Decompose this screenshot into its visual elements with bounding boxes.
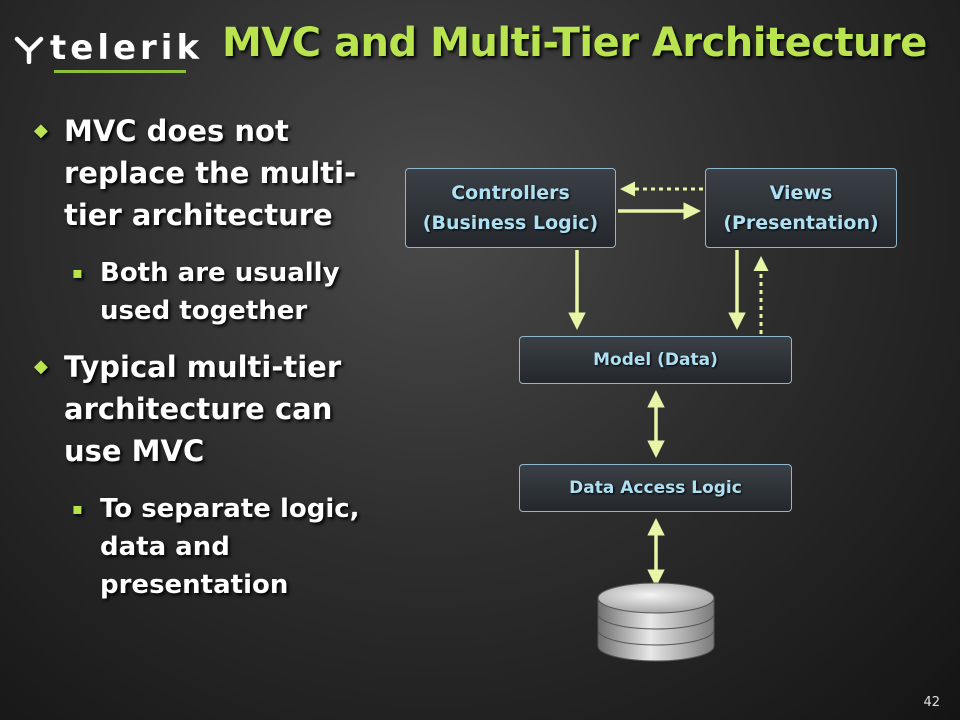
model-node: Model (Data) <box>519 336 792 384</box>
bullet-text: Typical multi-tier architecture can use … <box>64 350 342 468</box>
page-number: 42 <box>923 695 940 710</box>
diamond-bullet-icon: ◆ <box>34 356 48 377</box>
controllers-title: Controllers <box>451 182 570 204</box>
bullet-text: To separate logic, data and presentation <box>100 494 360 600</box>
data-access-label: Data Access Logic <box>569 478 742 498</box>
data-access-node: Data Access Logic <box>519 464 792 512</box>
logo-underline <box>54 70 186 73</box>
model-label: Model (Data) <box>593 350 718 370</box>
square-bullet-icon: ▪ <box>72 499 83 518</box>
slide-title: MVC and Multi-Tier Architecture <box>222 20 927 66</box>
views-title: Views <box>769 182 833 204</box>
bullet-item: ◆ MVC does not replace the multi-tier ar… <box>30 110 375 236</box>
bullet-list: ◆ MVC does not replace the multi-tier ar… <box>30 110 375 620</box>
logo-text: telerik <box>50 28 204 68</box>
controllers-node: Controllers (Business Logic) <box>405 168 616 248</box>
bullet-item: ◆ Typical multi-tier architecture can us… <box>30 346 375 472</box>
views-subtitle: (Presentation) <box>723 212 879 234</box>
controllers-subtitle: (Business Logic) <box>422 212 599 234</box>
telerik-logo: telerik <box>14 28 199 78</box>
sub-bullet-item: ▪ Both are usually used together <box>30 254 375 330</box>
bullet-text: Both are usually used together <box>100 258 340 326</box>
diamond-bullet-icon: ◆ <box>34 120 48 141</box>
sub-bullet-item: ▪ To separate logic, data and presentati… <box>30 490 375 604</box>
bullet-text: MVC does not replace the multi-tier arch… <box>64 114 357 232</box>
telerik-x-icon <box>14 36 44 64</box>
views-node: Views (Presentation) <box>705 168 897 248</box>
database-icon <box>597 582 715 662</box>
square-bullet-icon: ▪ <box>72 263 83 282</box>
